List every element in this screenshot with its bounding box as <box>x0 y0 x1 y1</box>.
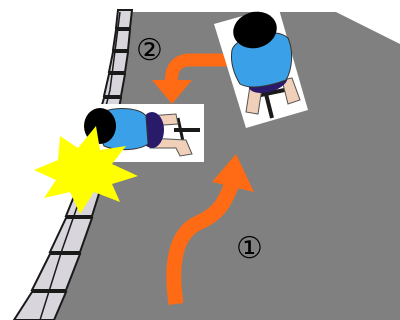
curb-block <box>104 74 125 96</box>
curb-block <box>109 52 128 72</box>
step-2-label: ② <box>136 33 163 68</box>
step-1-label: ① <box>236 231 263 266</box>
